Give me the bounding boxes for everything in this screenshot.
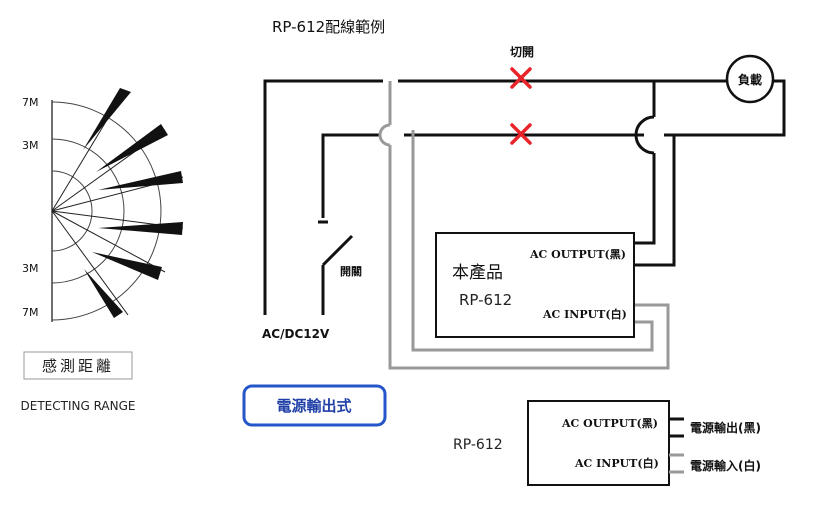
range-caption-cn: 感測距離: [42, 357, 114, 375]
output-type-badge: [242, 384, 387, 427]
wall-switch-label: 開關: [340, 265, 362, 278]
range-caption-en: DETECTING RANGE: [21, 399, 136, 413]
product-ac-output: AC OUTPUT(黑): [529, 248, 626, 261]
range-caption-box: [23, 351, 133, 380]
cut-mark-top: [510, 67, 532, 89]
detection-range-figure: 7M 3M 3M 7M: [22, 88, 184, 322]
gray-wires: [378, 81, 670, 370]
terminal-ac-output: AC OUTPUT(黑): [561, 417, 658, 430]
terminal-leads: [669, 417, 684, 438]
power-source-label: AC/DC12V: [262, 327, 330, 341]
range-rays: [51, 89, 184, 316]
terminal-box: [527, 400, 670, 486]
terminal-model: RP-612: [453, 437, 503, 453]
range-label-top-3m: 3M: [22, 139, 39, 152]
product-name: 本產品: [452, 263, 503, 283]
load-circle: [725, 54, 775, 104]
product-ac-input: AC INPUT(白): [542, 307, 627, 321]
load-label: 負載: [738, 72, 762, 87]
terminal-leads-gray: [669, 453, 684, 474]
diagram-title: RP-612配線範例: [272, 18, 385, 36]
range-label-bottom-3m: 3M: [22, 262, 39, 275]
range-arc-middle: [51, 138, 125, 284]
product-box: [435, 232, 635, 338]
cut-label: 切開: [510, 45, 534, 59]
wall-switch-blade: [321, 234, 354, 267]
cut-mark-bottom: [510, 123, 532, 145]
terminal-power-out: 電源輸出(黑): [690, 420, 761, 435]
detection-beams: [83, 88, 183, 318]
range-arc-outer: [51, 101, 162, 321]
terminal-power-in: 電源輸入(白): [690, 458, 761, 473]
terminal-ac-input: AC INPUT(白): [574, 456, 659, 470]
output-type-label: 電源輸出式: [276, 397, 351, 415]
range-label-bottom-7m: 7M: [22, 306, 39, 319]
range-label-top-7m: 7M: [22, 96, 39, 109]
black-wires: [263, 79, 786, 315]
product-model: RP-612: [459, 291, 512, 309]
range-arc-inner: [51, 170, 93, 252]
